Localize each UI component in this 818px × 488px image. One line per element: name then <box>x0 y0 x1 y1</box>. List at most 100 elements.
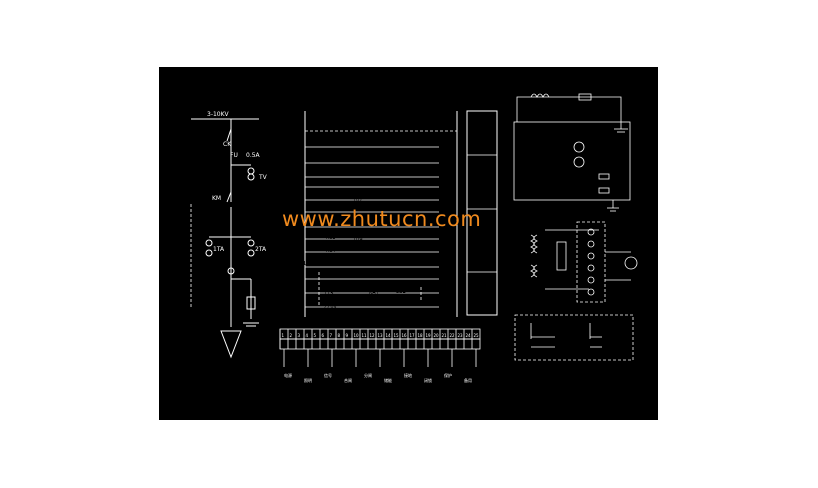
ta4-label: 4TA <box>523 190 533 196</box>
fn-store-circuit: 储能回路 <box>470 260 486 266</box>
wire-107: 107 <box>353 197 363 203</box>
tv-label: TV <box>258 174 268 181</box>
relay-sb2: SB2 <box>396 289 406 295</box>
terminal-label: 2 <box>290 333 293 338</box>
relay-ka1: KA1 <box>442 262 450 267</box>
c-202: 202 <box>557 332 567 338</box>
num-145: 145 <box>585 189 595 195</box>
terminal-label: 18 <box>418 333 424 338</box>
wire-113: 115 <box>324 291 334 297</box>
kv-inst: KC4 <box>559 277 569 283</box>
bus-kc2: KC2 <box>326 195 336 201</box>
fn-store-ind: 储能指示 <box>470 198 486 204</box>
tv1-label: 1TV <box>514 240 524 246</box>
c-206: 206 <box>604 332 614 338</box>
fn-power-ind: 电源指示 <box>470 161 486 167</box>
terminal-label: 1 <box>282 333 285 338</box>
wire-105: 105 <box>353 182 363 188</box>
2ta-label: 2TA <box>255 246 267 253</box>
voltage-label: 3-10KV <box>207 111 230 118</box>
contact-header-km1: KM1 <box>590 317 601 323</box>
terminal-caption: 分闸 <box>364 372 372 378</box>
drawing-title: XGN2高压开关柜电气原理图 <box>498 395 601 405</box>
terminal-label: 12 <box>370 333 376 338</box>
wire-119: 220V <box>324 304 338 310</box>
watermark: www.zhutucn.com <box>282 207 482 231</box>
c-207: 207 <box>577 342 587 348</box>
fuse-rating: 0.5A <box>246 152 261 159</box>
control-circuit: L1 GN FU 100 SA1 220V 60W SA H3 101 KV H… <box>294 104 461 322</box>
fn-lighting: 照明 <box>473 141 481 146</box>
ta3-top: 3TA <box>540 87 550 93</box>
terminal-label: 14 <box>386 333 392 338</box>
terminal-label: 21 <box>442 333 448 338</box>
voltmeter-v: SA <box>629 261 636 267</box>
terminal-caption: 照明 <box>304 378 312 383</box>
ta1-label: 1TA <box>523 145 533 151</box>
primary-circuit: 3-10KV CK FU 0.5A TV KM 1TA 2TA <box>190 111 268 359</box>
1ta-label: 1TA <box>213 246 225 253</box>
num-133: 133 <box>555 143 565 149</box>
num-159: 159 <box>539 284 549 290</box>
terminal-label: 8 <box>338 333 341 338</box>
fn-protect: 保护回路 <box>470 302 486 308</box>
terminal-label: 22 <box>450 333 456 338</box>
relay-kc1: HL2 <box>326 182 336 188</box>
ammeter-a1: V <box>577 145 580 150</box>
bus-fu: FU <box>294 130 301 136</box>
relay-h2: KT1 <box>442 226 450 231</box>
fn-close-ind: 合闸指示 <box>470 173 486 179</box>
relay-ka1-b: KA1 <box>369 290 379 296</box>
rating-60w: 60W <box>441 147 450 152</box>
terminal-label: 11 <box>362 333 368 338</box>
kc2-inst: A <box>600 169 604 175</box>
kc4-inst: KC3 <box>600 183 610 189</box>
schematic: 3-10KV CK FU 0.5A TV KM 1TA 2TA L1 GN <box>190 87 638 405</box>
ammeter-a2: A <box>577 160 580 165</box>
fn-open-circuit: 分闸回路 <box>470 238 486 244</box>
terminal-caption: 备用 <box>464 377 472 383</box>
num-147: 147 <box>539 223 549 229</box>
jd1-label: JD1 <box>585 87 595 93</box>
wire-109: 109 <box>353 237 363 243</box>
relay-kv: KC1 <box>326 207 336 213</box>
num-141: 141 <box>555 174 565 180</box>
num-130: 130 <box>555 92 565 98</box>
fn-close-circuit: 合闸回路 <box>470 222 486 228</box>
relay-sa1: SA1 <box>329 141 339 147</box>
wire-115: 116 <box>373 296 383 302</box>
terminal-label: 15 <box>394 333 400 338</box>
terminal-label: 5 <box>314 333 317 338</box>
fn-open-ind: 分闸指示 <box>470 186 486 192</box>
phase-c: C <box>511 286 515 292</box>
wire-111: 113 <box>319 281 329 287</box>
rating-220v: 220V <box>441 141 452 146</box>
relay-h1: H3 <box>442 160 448 165</box>
c-201: 201 <box>519 332 529 338</box>
terminal-label: 23 <box>458 333 464 338</box>
bus-sa: SA <box>294 157 301 163</box>
num-137: 137 <box>555 158 565 164</box>
bus-kc4: KC4 <box>326 248 336 254</box>
wire-117: 119 <box>423 296 433 302</box>
relay-kt1: KV <box>442 184 448 189</box>
instrument-circuit: 3TA JD1 130 1TA 2TA 3TA 4TA 133 137 141 … <box>511 87 638 303</box>
fn-operate: 操作回路 <box>470 284 486 290</box>
wire-116: 117 <box>397 296 407 302</box>
terminal-label: 10 <box>354 333 360 338</box>
terminal-caption: 储能 <box>384 377 392 383</box>
bus-kv: KV <box>326 171 333 177</box>
terminal-label: 25 <box>474 333 480 338</box>
terminal-caption: 电源 <box>284 372 292 378</box>
terminal-label: 16 <box>402 333 408 338</box>
bus-n: N <box>453 316 457 322</box>
terminal-caption: 接地 <box>404 372 412 378</box>
tv3-label: 3TV <box>514 267 524 273</box>
num-151: 151 <box>539 248 549 254</box>
c-205: 205 <box>577 332 587 338</box>
terminal-label: 17 <box>410 333 416 338</box>
terminal-caption: 保护 <box>444 372 452 378</box>
phase-b: C <box>511 256 515 262</box>
terminal-label: 3 <box>298 333 301 338</box>
terminal-caption: 信号 <box>324 372 332 378</box>
